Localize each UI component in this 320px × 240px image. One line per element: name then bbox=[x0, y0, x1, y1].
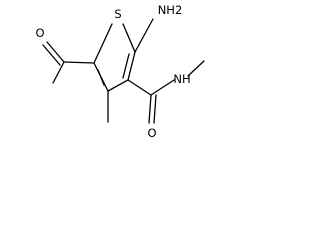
bond-c2-c3 bbox=[127, 51, 136, 81]
bond-c4-c5-inner bbox=[97, 69, 105, 86]
thiophene-ring bbox=[93, 23, 136, 92]
bond-carbonyl-o-2 bbox=[42, 44, 61, 66]
bond-carbonyl-methyl bbox=[52, 61, 65, 84]
bond-carbonyl-o-1 bbox=[46, 41, 65, 63]
amide-oxygen-label: O bbox=[147, 126, 156, 140]
bond-s-c5 bbox=[93, 23, 113, 64]
bond-amide-co-1 bbox=[148, 94, 152, 124]
bond-amide-co-2 bbox=[153, 94, 157, 124]
sulfur-label: S bbox=[114, 7, 121, 21]
bond-c5-carbonyl bbox=[63, 61, 95, 64]
bond-s-c2 bbox=[122, 23, 136, 53]
bond-c2-c3-inner bbox=[122, 53, 130, 79]
bond-c3-amide-carbon bbox=[127, 79, 152, 96]
amide-group bbox=[127, 60, 205, 124]
bond-amide-c-nh bbox=[150, 79, 175, 96]
amino-group-label: NH2 bbox=[158, 3, 183, 17]
acetyl-group bbox=[42, 41, 95, 84]
chemical-structure: S NH2 O O NH bbox=[35, 3, 205, 140]
amide-nitrogen-label: NH bbox=[173, 72, 190, 86]
bond-c2-nh2 bbox=[134, 18, 154, 53]
acetyl-oxygen-label: O bbox=[35, 26, 44, 40]
bond-nh-methyl bbox=[187, 60, 205, 77]
bond-c3-c4 bbox=[107, 79, 129, 92]
